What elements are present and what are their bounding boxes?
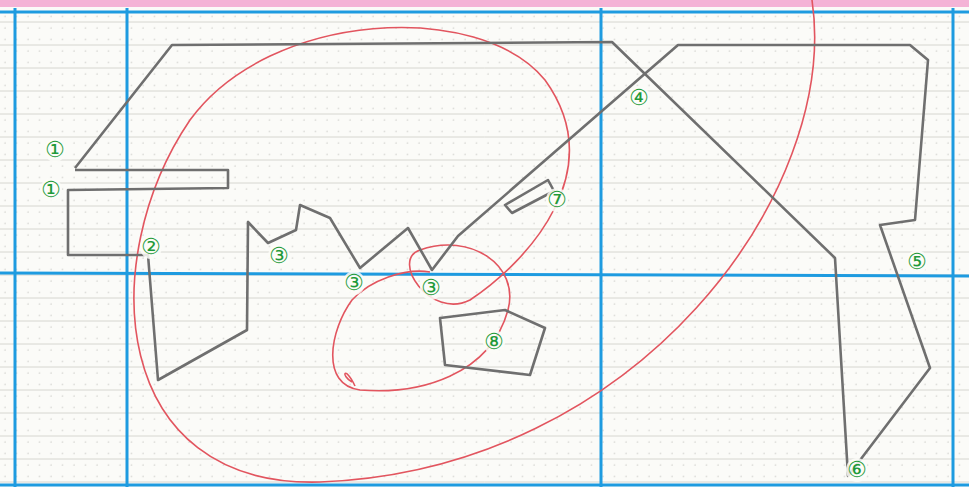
callout-number: ① xyxy=(44,138,66,162)
callout-number: ⑥ xyxy=(846,458,868,482)
callout-number: ① xyxy=(40,178,62,202)
callout-number: ③ xyxy=(420,276,442,300)
callout-number: ② xyxy=(140,235,162,259)
callout-number: ⑧ xyxy=(483,330,505,354)
callout-number: ③ xyxy=(268,244,290,268)
callout-number: ⑦ xyxy=(546,188,568,212)
callout-number: ⑤ xyxy=(906,250,928,274)
red-spiral xyxy=(134,0,815,482)
gray-outline xyxy=(68,42,930,476)
top-strip xyxy=(0,0,969,7)
blue-grid xyxy=(0,8,969,487)
callout-number: ③ xyxy=(343,271,365,295)
callout-number: ④ xyxy=(628,86,650,110)
